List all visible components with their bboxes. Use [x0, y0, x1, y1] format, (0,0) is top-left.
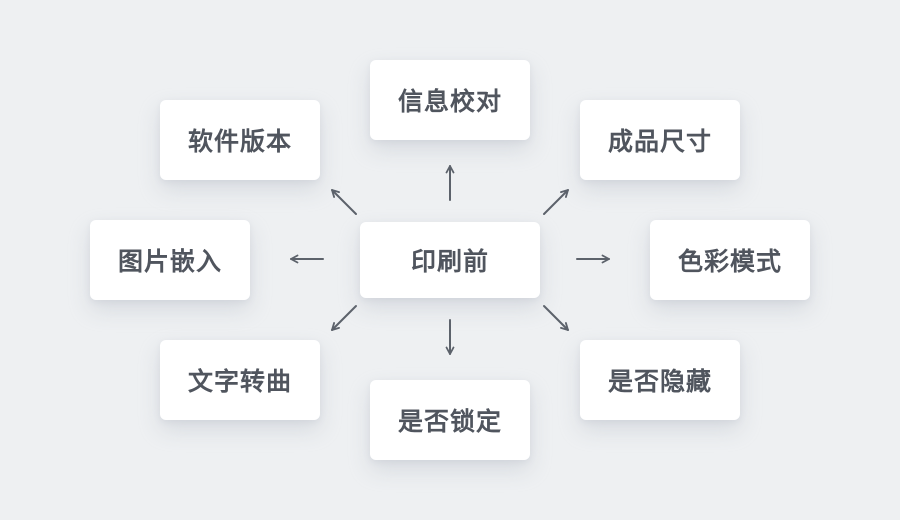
node-center-prepress-label: 印刷前: [410, 248, 489, 276]
node-lock-status: 是否锁定: [370, 380, 530, 460]
node-finished-size-label: 成品尺寸: [607, 128, 712, 156]
arrow-center-to-top_left: [331, 189, 357, 215]
node-info-proofread-label: 信息校对: [397, 88, 502, 116]
node-software-version: 软件版本: [160, 100, 320, 180]
node-finished-size: 成品尺寸: [580, 100, 740, 180]
node-color-mode: 色彩模式: [650, 220, 810, 300]
node-lock-status-label: 是否锁定: [397, 408, 502, 436]
node-image-embed-label: 图片嵌入: [117, 248, 222, 276]
arrow-center-to-bottom_left: [331, 305, 357, 331]
node-text-outline-label: 文字转曲: [187, 368, 292, 396]
node-color-mode-label: 色彩模式: [677, 248, 782, 276]
node-image-embed: 图片嵌入: [90, 220, 250, 300]
arrow-center-to-top_right: [543, 189, 569, 215]
node-hidden-status-label: 是否隐藏: [607, 368, 712, 396]
arrow-center-to-bottom_right: [543, 305, 569, 331]
node-text-outline: 文字转曲: [160, 340, 320, 420]
node-center-prepress: 印刷前: [360, 222, 540, 298]
node-software-version-label: 软件版本: [187, 128, 292, 156]
node-info-proofread: 信息校对: [370, 60, 530, 140]
node-hidden-status: 是否隐藏: [580, 340, 740, 420]
